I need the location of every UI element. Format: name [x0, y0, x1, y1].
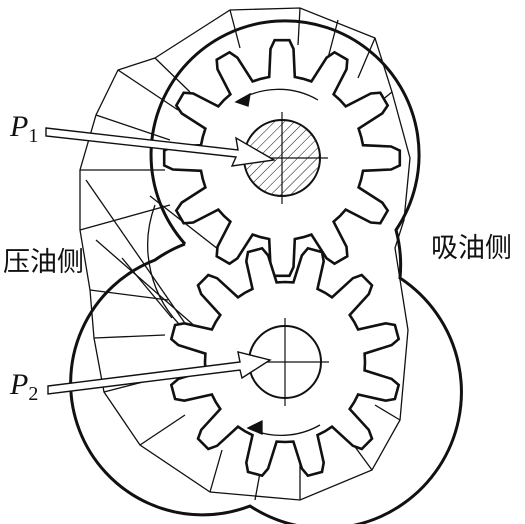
- p2-force-arrow: [47, 351, 272, 395]
- lower-shaft: [241, 318, 329, 406]
- upper-shaft: [236, 112, 328, 204]
- pump-body-outline: [69, 19, 463, 524]
- p1-label: P1: [10, 110, 39, 147]
- suction-arc: [147, 204, 186, 331]
- p1-force-arrow: [45, 127, 277, 167]
- pressure-side-label: 压油侧: [3, 247, 84, 278]
- p2-label: P2: [10, 368, 39, 405]
- suction-side-label: 吸油侧: [431, 233, 512, 264]
- lower-rotation-arrow: [246, 419, 321, 437]
- upper-rotation-arrow: [234, 88, 319, 107]
